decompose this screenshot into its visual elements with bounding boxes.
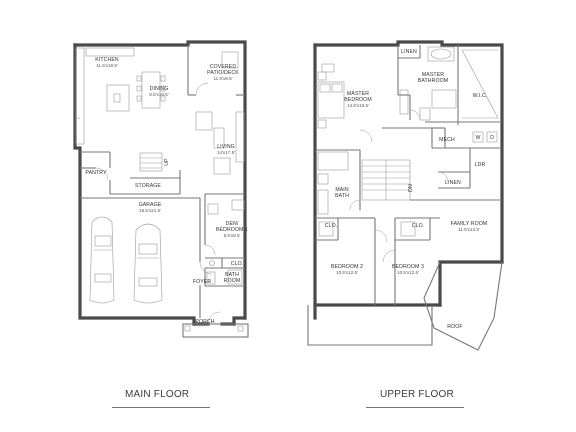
patio-label-line1: COVERED xyxy=(210,64,237,70)
bedroom2-dim: 10.5'x12.5' xyxy=(336,270,358,275)
dining-dim: 9.5'x19.5' xyxy=(149,92,169,97)
family-room-dim: 11.5'x13.5' xyxy=(458,227,480,232)
main-floor-title: MAIN FLOOR xyxy=(125,389,190,400)
washer-label: W xyxy=(476,135,481,141)
upper-floor-exterior-walls xyxy=(313,40,504,320)
master-bathroom-label-line1: MASTER xyxy=(422,72,444,78)
car-right xyxy=(133,223,163,304)
main-bath-label-line1: MAIN xyxy=(335,187,349,193)
den-dim: 8.5'x9.5' xyxy=(224,233,241,238)
main-floor-plan: KITCHEN 11.5'x19.5' COVERED PATIO/DECK 1… xyxy=(73,40,249,338)
kitchen-label: KITCHEN xyxy=(95,57,119,63)
dryer-label: D xyxy=(490,135,494,141)
main-floor-title-underline xyxy=(112,407,210,408)
linen-mid-label: LINEN xyxy=(445,180,461,186)
living-dim: 14'x17.5' xyxy=(217,150,235,155)
foyer-label: FOYER xyxy=(193,279,212,285)
porch-label: PORCH xyxy=(195,319,214,325)
main-floor-interior-walls xyxy=(80,45,245,318)
garage-label: GARAGE xyxy=(139,202,162,208)
pantry-label: PANTRY xyxy=(85,170,107,176)
garage-dim: 19.5'x21.5' xyxy=(139,208,161,213)
den-label-line2: BEDROOM 1 xyxy=(216,227,248,233)
master-bedroom-label-line1: MASTER xyxy=(347,91,369,97)
linen-top-label: LINEN xyxy=(401,49,417,55)
clo-label: CLO. xyxy=(231,261,244,267)
kitchen-dim: 11.5'x19.5' xyxy=(96,63,118,68)
roof-outline xyxy=(307,261,503,351)
bedroom3-label: BEDROOM 3 xyxy=(392,264,424,270)
patio-label-line2: PATIO/DECK xyxy=(207,70,239,76)
upper-floor-title: UPPER FLOOR xyxy=(380,389,454,400)
clo-left-label: CLO. xyxy=(325,223,338,229)
laundry-label: LDR xyxy=(475,162,486,168)
bedroom2-label: BEDROOM 2 xyxy=(331,264,363,270)
upper-stairs xyxy=(361,159,411,201)
upper-floor-title-underline xyxy=(366,407,464,408)
upper-floor-fixtures xyxy=(307,46,503,351)
patio-dim: 11.5'x9.5' xyxy=(213,76,232,81)
bath-label-line1: BATH xyxy=(225,272,239,278)
clo-right-label: CLO. xyxy=(412,223,425,229)
stair-up-label: UP xyxy=(164,158,170,166)
roof-label: ROOF xyxy=(447,324,462,330)
storage-label: STORAGE xyxy=(135,183,161,189)
wic-label: W.I.C. xyxy=(473,93,488,99)
stair-down-label: DN xyxy=(408,184,414,192)
upper-floor-plan: LINEN MASTER BEDROOM 14.5'x16.5' MASTER … xyxy=(307,40,504,351)
main-floor-fixtures xyxy=(75,47,249,338)
upper-floor-labels: LINEN MASTER BEDROOM 14.5'x16.5' MASTER … xyxy=(325,49,494,330)
bath-label-line2: ROOM xyxy=(224,278,241,284)
master-bedroom-label-line2: BEDROOM xyxy=(344,97,372,103)
dining-label: DINING xyxy=(150,86,169,92)
main-bath-label-line2: BATH xyxy=(335,193,349,199)
main-floor-labels: KITCHEN 11.5'x19.5' COVERED PATIO/DECK 1… xyxy=(85,57,248,325)
master-bathroom-label-line2: BATHROOM xyxy=(418,78,448,84)
family-room-label: FAMILY ROOM xyxy=(451,221,488,227)
mech-label: MECH xyxy=(439,137,455,143)
car-left xyxy=(89,216,115,304)
den-label-line1: DEN/ xyxy=(226,221,239,227)
living-label: LIVING xyxy=(217,144,235,150)
master-bedroom-dim: 14.5'x16.5' xyxy=(347,103,369,108)
bedroom3-dim: 10.5'x12.5' xyxy=(397,270,419,275)
